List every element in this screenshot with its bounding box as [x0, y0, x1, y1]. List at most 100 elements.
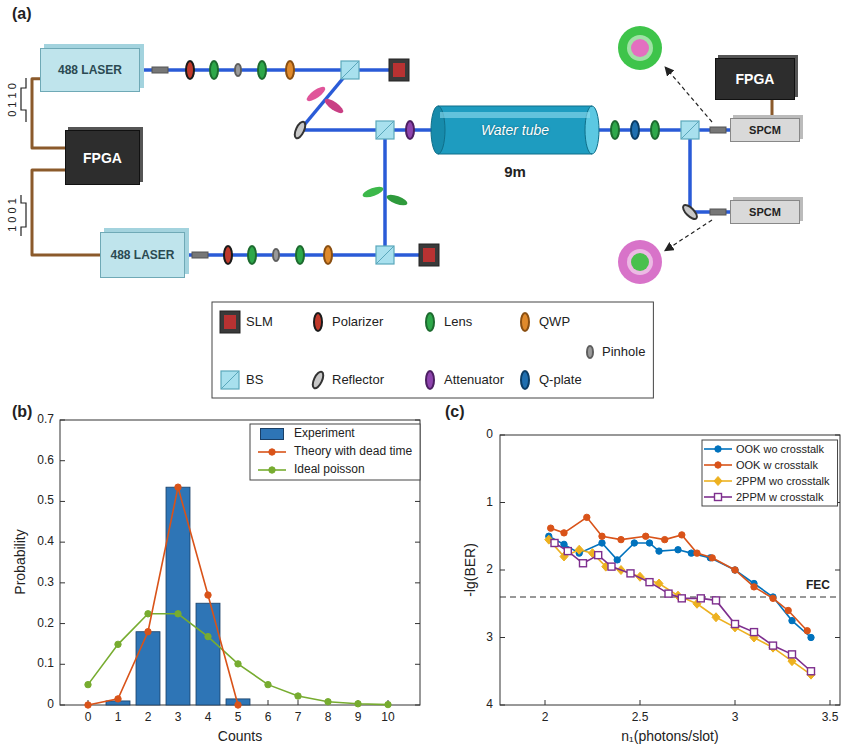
tick: [835, 435, 840, 436]
tick-label: 0: [47, 698, 54, 712]
data-marker: [115, 641, 121, 647]
data-marker: [145, 629, 151, 635]
data-marker: [675, 547, 681, 553]
legend-label: Attenuator: [444, 373, 504, 388]
pol-symbol: [224, 246, 232, 264]
data-marker: [614, 557, 620, 563]
data-line: [88, 487, 238, 705]
data-marker: [789, 617, 795, 623]
beam-splitter-diagonal: [376, 246, 394, 264]
plot-frame: [60, 420, 420, 705]
data-marker: [115, 696, 121, 702]
tick-label: 2: [145, 711, 152, 725]
legend-label: Reflector: [332, 373, 384, 388]
length-label: 9m: [504, 163, 526, 180]
bit-waveform: [21, 195, 26, 236]
optics-icons: [152, 59, 732, 501]
legend-label: Pinhole: [602, 345, 645, 360]
fiber-connector-symbol: [192, 252, 208, 258]
slm-symbol: [389, 59, 409, 81]
tick: [60, 582, 65, 583]
beam-splitter-diagonal: [221, 371, 239, 389]
pin-symbol: [235, 64, 241, 76]
panel-label: (a): [12, 5, 32, 23]
beam-splitter-diagonal: [341, 61, 359, 79]
data-marker: [325, 699, 331, 705]
beam-splitter-symbol: [341, 61, 359, 79]
tick-label: 0.6: [37, 454, 54, 468]
tick: [415, 705, 420, 706]
data-marker: [732, 621, 739, 628]
data-marker: [175, 611, 181, 617]
tick-label: 0: [85, 711, 92, 725]
legend-label: QWP: [539, 315, 570, 330]
tick: [415, 542, 420, 543]
data-marker: [709, 555, 715, 561]
tick-label: 4: [205, 711, 212, 725]
data-marker: [561, 530, 567, 536]
tick: [415, 664, 420, 665]
data-marker: [808, 634, 814, 640]
data-line: [88, 614, 388, 705]
data-marker: [551, 540, 558, 547]
data-marker: [713, 597, 720, 604]
beam-splitter-diagonal: [376, 121, 394, 139]
axis-title: n₁(photons/slot): [621, 728, 718, 744]
tick-label: 2.5: [632, 711, 649, 725]
wavefront-petal: [385, 192, 408, 207]
slm-face: [224, 315, 236, 329]
node-label: SPCM: [749, 206, 781, 218]
bit-sequence: 1 0 0 1: [6, 198, 19, 232]
legend-label: Ideal poisson: [294, 463, 365, 477]
legend-label: SLM: [246, 315, 273, 330]
data-marker: [646, 540, 652, 546]
tube-highlight: [440, 112, 590, 118]
tick: [500, 570, 505, 571]
qwp-symbol: [286, 61, 294, 79]
plot-frame: [500, 435, 840, 705]
slm-symbol: [220, 311, 240, 333]
lens-symbol: [258, 61, 266, 79]
ring-outer: [618, 240, 662, 284]
data-marker: [694, 550, 700, 556]
qwp-symbol: [324, 246, 332, 264]
bit-sequence: 0 1 1 0: [6, 83, 19, 117]
beam: [383, 130, 387, 255]
data-marker: [269, 467, 275, 473]
tick: [60, 420, 65, 421]
data-line: [549, 540, 811, 675]
tick-label: 3.5: [822, 711, 839, 725]
tick-label: 0.5: [37, 495, 54, 509]
data-marker: [627, 570, 634, 577]
tick-label: 0.7: [37, 413, 54, 427]
att-symbol: [406, 121, 414, 139]
tube-body: [438, 106, 592, 154]
tick: [735, 700, 736, 705]
laser-beams: [140, 70, 732, 255]
spcm-box: SPCM: [730, 200, 800, 224]
tick-label: 0: [486, 428, 493, 442]
tick: [415, 582, 420, 583]
data-marker: [643, 533, 649, 539]
legend-label: Experiment: [294, 427, 355, 441]
intensity-ring-top: [618, 26, 662, 70]
slm-face: [423, 248, 435, 262]
data-marker: [385, 701, 391, 707]
data-marker: [789, 651, 796, 658]
legend-label: Q-plate: [539, 373, 582, 388]
data-marker: [608, 563, 615, 570]
node-label: 488 LASER: [110, 248, 174, 262]
wavefront-petal: [361, 184, 384, 199]
lens-symbol: [651, 121, 659, 139]
tick-label: 9: [355, 711, 362, 725]
data-marker: [564, 548, 571, 555]
legend-label: Lens: [444, 315, 472, 330]
data-marker: [548, 525, 554, 531]
att-symbol: [426, 371, 434, 389]
legend-box: [250, 424, 420, 480]
data-marker: [715, 494, 722, 501]
legend-swatch: [260, 428, 284, 440]
data-marker: [662, 536, 668, 542]
